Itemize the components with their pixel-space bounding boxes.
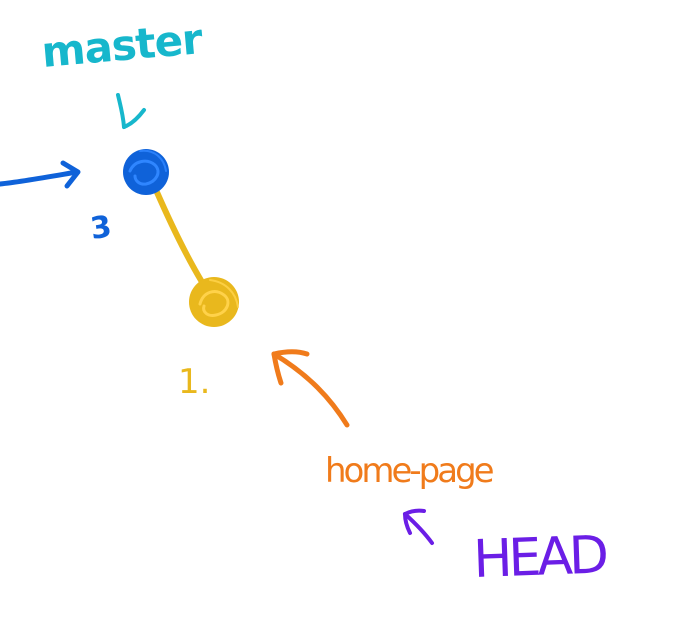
master-label: master xyxy=(40,14,205,77)
commit-number-label: 3 xyxy=(88,209,114,247)
home-page-arrow xyxy=(271,349,350,428)
yellow-commit-node xyxy=(189,277,239,327)
head-label: HEAD xyxy=(472,525,607,590)
head-pointer-arrow xyxy=(403,508,434,545)
incoming-commit-arrow xyxy=(0,160,81,189)
commit-connector-line xyxy=(153,187,205,285)
commit-number-partial-label: 1. xyxy=(178,362,210,402)
blue-commit-node xyxy=(123,149,169,195)
home-page-label: home-page xyxy=(325,451,494,491)
master-pointer-arrow xyxy=(116,93,146,129)
